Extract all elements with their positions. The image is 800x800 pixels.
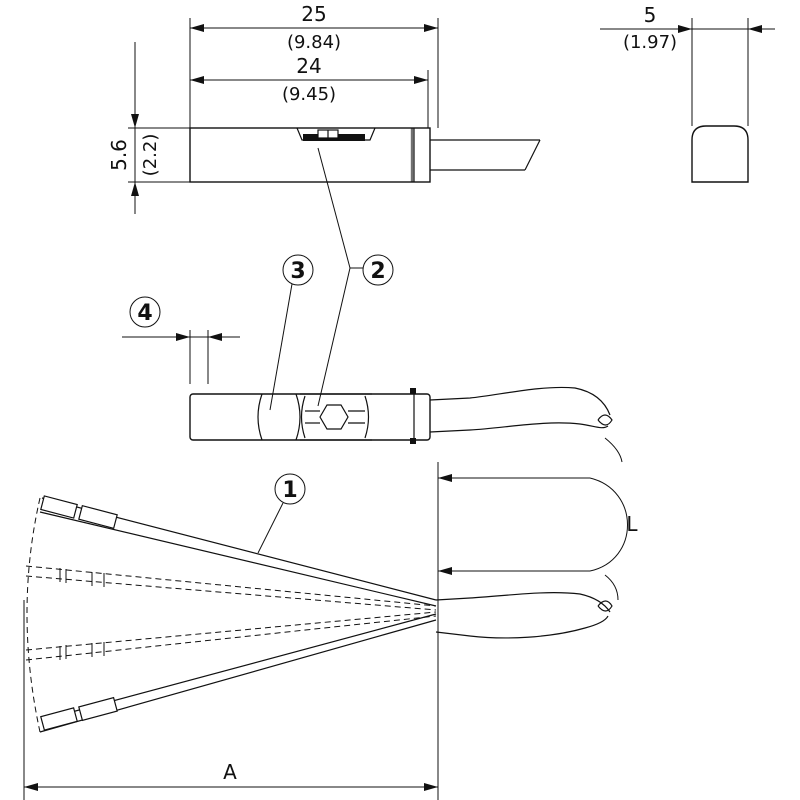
cable-bottom — [435, 592, 611, 613]
dim-width-inch: (1.97) — [623, 32, 677, 53]
callout-1-label: 1 — [282, 478, 297, 503]
callout-4: 4 — [129, 296, 161, 328]
cable-swing-view: L A — [23, 437, 638, 800]
dim-cable-length: L — [626, 512, 638, 536]
callout-4-label: 4 — [137, 301, 152, 326]
dim-length-body-mm: 24 — [296, 54, 321, 78]
dim-length-body-inch: (9.45) — [282, 84, 336, 105]
dim-length-total-inch: (9.84) — [287, 32, 341, 53]
sensor-end-profile — [691, 125, 749, 183]
dim-swing-length: A — [223, 760, 237, 784]
callout-2-label: 2 — [370, 259, 385, 284]
dim-height-inch: (2.2) — [140, 134, 161, 177]
top-view — [122, 330, 613, 444]
dim-length-total-mm: 25 — [301, 2, 326, 26]
cable-top — [429, 386, 611, 416]
callout-3: 3 — [269, 254, 314, 411]
hex-screw — [319, 404, 349, 430]
end-view: 5 (1.97) — [600, 3, 775, 183]
dim-height-mm: 5.6 — [107, 139, 131, 171]
sensor-body-top — [189, 393, 431, 441]
callout-3-label: 3 — [290, 259, 305, 284]
cable-side — [430, 139, 540, 171]
dim-width-mm: 5 — [644, 3, 657, 27]
side-view: 25 (9.84) 24 (9.45) 5.6 (2.2) — [107, 2, 541, 214]
callout-2: 2 — [317, 147, 394, 407]
callout-1: 1 — [257, 473, 306, 554]
